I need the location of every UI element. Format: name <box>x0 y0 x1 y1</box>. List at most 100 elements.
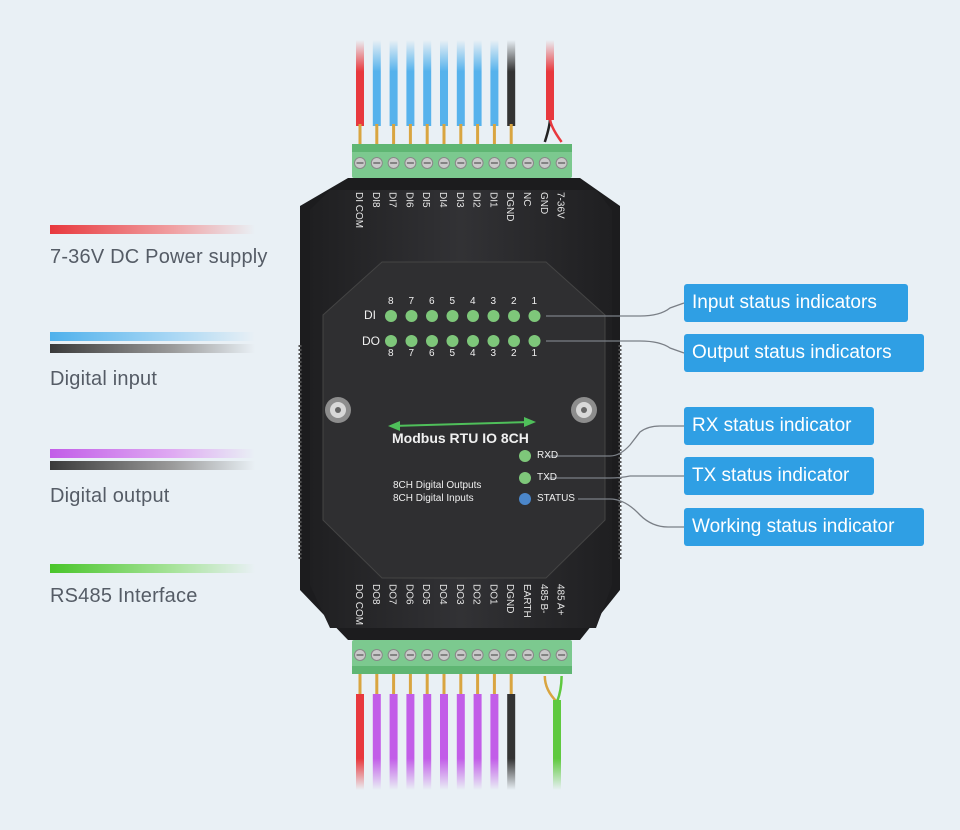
pin-label: DI7 <box>386 192 398 208</box>
pin-label: 485 A+ <box>554 584 566 616</box>
pin-label: GND <box>537 192 549 215</box>
pin-label: DI4 <box>437 192 448 208</box>
wire-lead-bot-11 <box>543 675 558 703</box>
pin-label: DO8 <box>369 584 381 605</box>
device-body <box>298 178 622 640</box>
rxd-led <box>519 450 531 462</box>
legend-rs485-label: RS485 Interface <box>50 585 198 607</box>
right-screw <box>571 397 597 423</box>
do-led-1 <box>528 335 541 347</box>
wire-tip-top-7 <box>476 124 480 144</box>
pin-label: DI5 <box>420 192 432 208</box>
di-led-1 <box>528 310 541 322</box>
callout-working-status: Working status indicator <box>684 508 924 546</box>
di-number: 2 <box>511 296 517 307</box>
do-number: 7 <box>408 348 415 359</box>
pin-label: DI6 <box>403 192 415 208</box>
di-number: 4 <box>470 296 476 307</box>
di-led-5 <box>446 310 459 322</box>
di-number: 7 <box>408 296 415 307</box>
txd-label: TXD <box>537 472 557 483</box>
pin-label: DI8 <box>369 192 381 208</box>
wire-tip-bot-8 <box>492 674 496 696</box>
do-number: 5 <box>449 348 456 359</box>
pin-label: DO4 <box>437 584 448 605</box>
wire-lead-bot-12 <box>555 675 563 703</box>
legend-output-swatch-dark <box>50 461 255 470</box>
wire-tip-top-6 <box>459 124 463 144</box>
pin-label: DGND <box>504 192 516 222</box>
do-number: 4 <box>470 348 476 359</box>
wire-tip-bot-9 <box>509 674 513 696</box>
wire-tip-bot-5 <box>442 674 446 696</box>
pin-label: DI3 <box>453 192 465 208</box>
di-number: 6 <box>429 296 435 307</box>
di-label: DI <box>364 308 376 322</box>
device-line-inputs: 8CH Digital Inputs <box>393 493 474 504</box>
wire-tip-bot-3 <box>408 674 412 696</box>
di-led-7 <box>405 310 418 322</box>
di-led-2 <box>508 310 520 322</box>
pin-label: DI COM <box>353 192 364 229</box>
wire-tip-top-4 <box>425 124 429 144</box>
callout-tx-status: TX status indicator <box>684 457 874 495</box>
txd-led <box>519 472 531 484</box>
do-number: 2 <box>511 348 517 359</box>
status-leds <box>519 450 531 505</box>
legend-power-swatch <box>50 225 255 234</box>
legend-input-swatch-dark <box>50 344 255 353</box>
wire-tip-bot-1 <box>375 674 379 696</box>
di-led-8 <box>385 310 397 322</box>
legend-output-label: Digital output <box>50 485 170 507</box>
legend-digital-input: Digital input <box>50 332 255 391</box>
legend-input-swatch-blue <box>50 332 255 341</box>
wire-tip-top-9 <box>509 124 513 144</box>
callout-rx-status: RX status indicator <box>684 407 874 445</box>
wire-tip-top-5 <box>442 124 446 144</box>
legend-power-label: 7-36V DC Power supply <box>50 246 268 268</box>
callout-output-status: Output status indicators <box>684 334 924 372</box>
legend-rs485: RS485 Interface <box>50 564 255 608</box>
do-number: 6 <box>429 348 435 359</box>
do-number: 3 <box>490 348 497 359</box>
bottom-terminal-block <box>352 640 572 674</box>
device-name: Modbus RTU IO 8CH <box>392 430 529 446</box>
callout-input-status: Input status indicators <box>684 284 908 322</box>
status-label: STATUS <box>537 493 575 504</box>
wire-tip-top-0 <box>358 124 362 144</box>
do-led-7 <box>405 335 418 347</box>
di-led-6 <box>426 310 438 322</box>
wire-tip-top-8 <box>492 124 496 144</box>
legend-output-swatch-purple <box>50 449 255 458</box>
di-led-3 <box>487 310 500 322</box>
pin-label: DO7 <box>386 584 398 605</box>
di-number: 8 <box>388 296 394 307</box>
legend-input-label: Digital input <box>50 368 158 390</box>
di-led-4 <box>467 310 479 322</box>
pin-label: DI2 <box>470 192 482 208</box>
wire-tip-top-3 <box>408 124 412 144</box>
di-number: 1 <box>531 296 538 307</box>
do-led-2 <box>508 335 520 347</box>
legend-rs485-swatch <box>50 564 255 573</box>
status-led <box>519 493 531 505</box>
wire-tip-top-2 <box>392 124 396 144</box>
do-led-3 <box>487 335 500 347</box>
pin-label: 485 B- <box>537 584 549 614</box>
do-number: 1 <box>531 348 538 359</box>
pin-label: DI1 <box>487 192 499 208</box>
pin-label: DO2 <box>470 584 482 605</box>
di-number: 3 <box>490 296 497 307</box>
pin-label: DO3 <box>453 584 465 605</box>
wire-tip-bot-4 <box>425 674 429 696</box>
di-number: 5 <box>449 296 456 307</box>
wire-tip-bot-2 <box>392 674 396 696</box>
modbus-arrow <box>388 417 536 431</box>
pin-label: DO COM <box>353 584 364 626</box>
left-screw <box>325 397 351 423</box>
wire-tip-bot-6 <box>459 674 463 696</box>
wire-tip-top-1 <box>375 124 379 144</box>
rxd-label: RXD <box>537 450 559 461</box>
wire-tip-bot-7 <box>476 674 480 696</box>
